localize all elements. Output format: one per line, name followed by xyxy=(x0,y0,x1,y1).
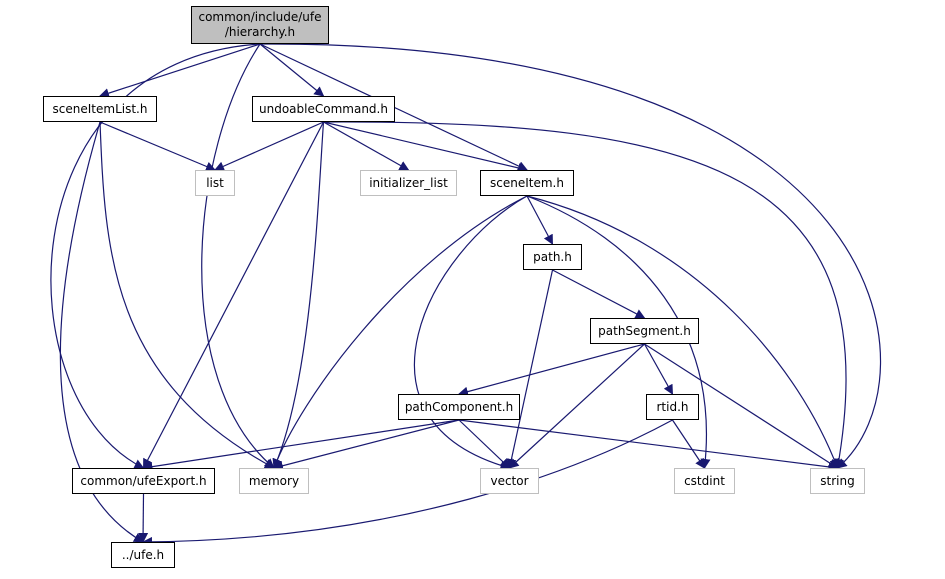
node-label: sceneItemList.h xyxy=(52,101,148,116)
node-label: common/ufeExport.h xyxy=(80,473,207,488)
edge-sceneItemList-to-list xyxy=(99,121,216,172)
edge-sceneItem-to-path xyxy=(526,195,554,245)
node-label: undoableCommand.h xyxy=(259,101,388,116)
node-vector: vector xyxy=(480,468,539,494)
edge-path-to-vector xyxy=(506,269,554,469)
edge-hierarchy-to-string xyxy=(259,43,882,469)
edge-hierarchy-to-ufeExport xyxy=(50,43,261,469)
node-label: sceneItem.h xyxy=(490,175,564,190)
edge-pathComponent-to-ufeExport xyxy=(142,419,460,472)
edge-sceneItemList-to-memory xyxy=(99,121,275,469)
edge-sceneItem-to-memory xyxy=(272,195,528,469)
node-label: pathComponent.h xyxy=(404,399,514,414)
edge-undoableCommand-to-initializer_list xyxy=(323,121,410,171)
node-memory: memory xyxy=(239,468,309,494)
edge-path-to-pathSegment xyxy=(552,269,646,319)
node-ufeexport-h[interactable]: common/ufeExport.h xyxy=(72,468,215,494)
node-hierarchy-h[interactable]: common/include/ufe /hierarchy.h xyxy=(191,6,329,44)
node-label: list xyxy=(206,175,224,190)
edge-pathSegment-to-pathComponent xyxy=(458,343,645,397)
node-label: memory xyxy=(248,473,300,488)
node-label: cstdint xyxy=(684,473,725,488)
edge-undoableCommand-to-list xyxy=(214,121,324,171)
edge-pathComponent-to-string xyxy=(458,419,839,472)
edge-rtid-to-ufe xyxy=(142,419,673,547)
node-undoablecommand-h[interactable]: undoableCommand.h xyxy=(252,96,395,122)
node-cstdint: cstdint xyxy=(674,468,735,494)
edge-rtid-to-cstdint xyxy=(672,419,706,469)
edge-sceneItem-to-vector xyxy=(413,195,528,471)
node-label: ../ufe.h xyxy=(121,547,165,562)
edge-sceneItem-to-string xyxy=(526,195,839,469)
node-label: pathSegment.h xyxy=(598,323,691,338)
edge-ufeExport-to-ufe xyxy=(138,493,149,543)
edge-undoableCommand-to-sceneItem xyxy=(323,121,528,173)
edge-hierarchy-to-memory xyxy=(201,43,275,469)
edge-sceneItemList-to-ufe xyxy=(59,121,144,543)
node-initializer-list: initializer_list xyxy=(360,170,457,196)
edge-undoableCommand-to-memory xyxy=(272,121,325,469)
node-sceneitem-h[interactable]: sceneItem.h xyxy=(480,170,574,196)
node-label: vector xyxy=(490,473,529,488)
node-label: rtid.h xyxy=(656,399,689,414)
node-ufe-h[interactable]: ../ufe.h xyxy=(111,542,175,568)
node-label: string xyxy=(820,473,855,488)
node-string: string xyxy=(810,468,865,494)
edge-undoableCommand-to-ufeExport xyxy=(142,121,325,469)
edge-pathSegment-to-string xyxy=(644,343,839,469)
node-rtid-h[interactable]: rtid.h xyxy=(646,394,699,420)
edge-pathComponent-to-vector xyxy=(458,419,511,469)
node-pathcomponent-h[interactable]: pathComponent.h xyxy=(398,394,520,420)
node-label: initializer_list xyxy=(369,175,448,190)
edge-pathComponent-to-memory xyxy=(273,419,460,471)
edge-pathSegment-to-vector xyxy=(508,343,645,469)
edge-hierarchy-to-undoableCommand xyxy=(259,43,325,97)
node-pathsegment-h[interactable]: pathSegment.h xyxy=(590,318,699,344)
edge-hierarchy-to-sceneItemList xyxy=(99,43,261,98)
node-path-h[interactable]: path.h xyxy=(523,244,582,270)
node-sceneitemlist-h[interactable]: sceneItemList.h xyxy=(43,96,157,122)
node-label: path.h xyxy=(533,249,572,264)
edge-pathSegment-to-rtid xyxy=(643,343,674,395)
edge-undoableCommand-to-string xyxy=(323,121,847,469)
node-label: common/include/ufe /hierarchy.h xyxy=(198,10,322,39)
node-list: list xyxy=(195,170,235,196)
edge-sceneItem-to-cstdint xyxy=(526,195,711,469)
